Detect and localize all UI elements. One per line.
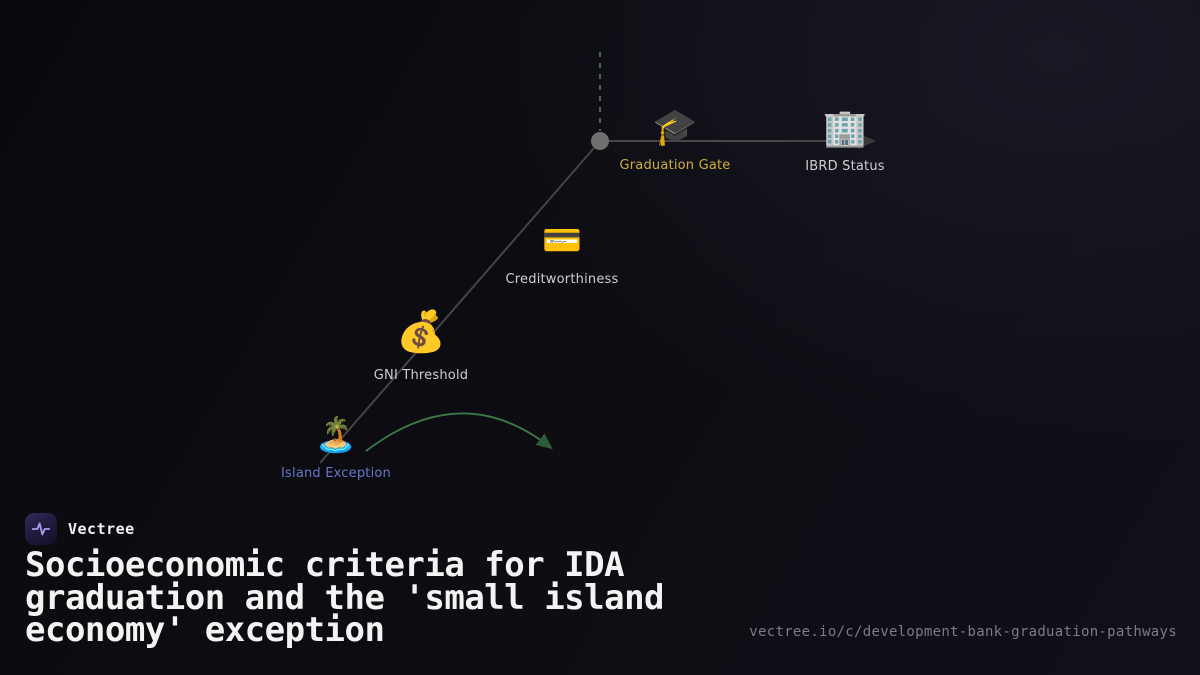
money-bag-icon: 💰 — [396, 309, 446, 355]
junction-node — [591, 132, 609, 150]
brand-logo — [25, 513, 57, 545]
node-gni-threshold: 💰 GNI Threshold — [374, 312, 468, 383]
node-label: GNI Threshold — [373, 368, 469, 383]
node-graduation-gate: 🎓 Graduation Gate — [619, 107, 731, 174]
office-building-icon: 🏢 — [822, 108, 868, 149]
brand-name: Vectree — [68, 520, 135, 538]
node-island-exception: 🏝️ Island Exception — [281, 418, 391, 481]
node-label: IBRD Status — [805, 159, 885, 174]
island-bypass-arc — [365, 412, 553, 452]
credit-card-icon: 💳 — [542, 221, 582, 259]
waveform-icon — [31, 522, 51, 536]
node-label: Graduation Gate — [619, 158, 731, 173]
node-ibrd-status: 🏢 IBRD Status — [805, 108, 885, 175]
card-title: Socioeconomic criteria for IDA graduatio… — [25, 545, 665, 650]
graduation-cap-icon: 🎓 — [652, 107, 698, 148]
card-url: vectree.io/c/development-bank-graduation… — [749, 624, 1177, 640]
node-creditworthiness: 💳 Creditworthiness — [506, 224, 619, 287]
brand-row: Vectree — [25, 513, 135, 545]
node-label: Island Exception — [281, 466, 391, 481]
node-label: Creditworthiness — [505, 272, 619, 287]
desert-island-icon: 🏝️ — [314, 415, 358, 455]
ascent-line — [319, 147, 595, 464]
